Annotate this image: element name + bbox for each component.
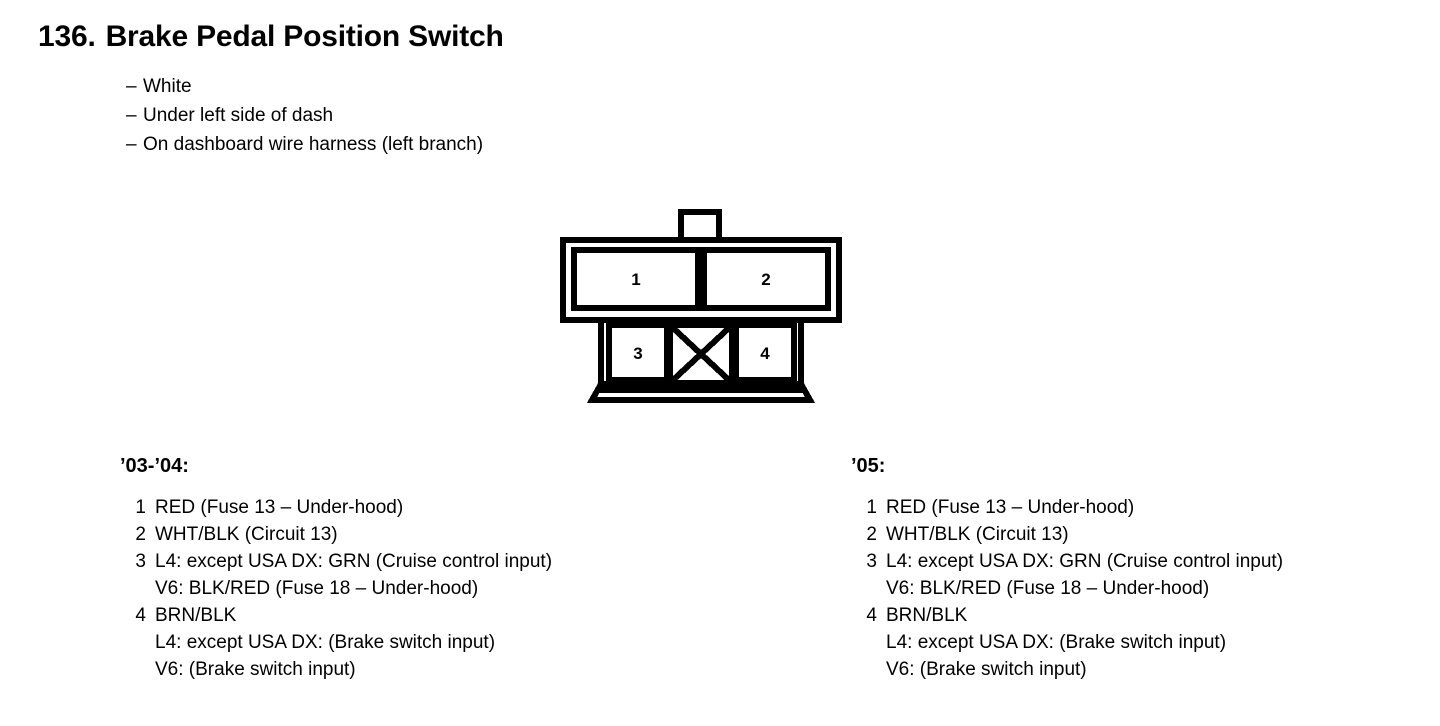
pin-description-line: L4: except USA DX: GRN (Cruise control i…: [886, 551, 1284, 572]
pin-description-line: RED (Fuse 13 – Under-hood): [155, 497, 404, 518]
pin-description-line: BRN/BLK: [155, 605, 237, 626]
pin-description: BRN/BLK L4: except USA DX: (Brake switch…: [886, 602, 1226, 683]
pin-number: 3: [135, 551, 146, 572]
dash-bullet-icon: –: [126, 105, 137, 126]
pin-table-05: ’05: 1 RED (Fuse 13 – Under-hood) 2 WHT/…: [851, 455, 1283, 683]
pin-description: RED (Fuse 13 – Under-hood): [155, 494, 403, 521]
cavity-number-2: 2: [761, 270, 770, 289]
pin-row: 2 WHT/BLK (Circuit 13): [120, 521, 552, 548]
connector-diagram: 1 2 3 4: [556, 203, 846, 408]
pin-description: BRN/BLK L4: except USA DX: (Brake switch…: [155, 602, 495, 683]
pin-number: 4: [135, 605, 146, 626]
attribute-list: –White –Under left side of dash –On dash…: [126, 72, 483, 159]
locking-tab-icon: [678, 209, 722, 240]
item-number: 136.: [38, 20, 96, 53]
pin-description-line: RED (Fuse 13 – Under-hood): [886, 497, 1135, 518]
pin-row: 3 L4: except USA DX: GRN (Cruise control…: [851, 548, 1283, 602]
pin-description: WHT/BLK (Circuit 13): [155, 521, 338, 548]
list-item: –White: [126, 72, 483, 101]
pin-description: L4: except USA DX: GRN (Cruise control i…: [886, 548, 1283, 602]
list-item-label: Under left side of dash: [143, 105, 334, 126]
page-title: 136. Brake Pedal Position Switch: [38, 20, 504, 54]
pin-description-line: L4: except USA DX: (Brake switch input): [155, 632, 496, 653]
pin-table-heading: ’03-’04:: [120, 455, 189, 477]
cavity-2-outline: [701, 247, 831, 311]
pin-row: 2 WHT/BLK (Circuit 13): [851, 521, 1283, 548]
pin-table-heading: ’05:: [851, 455, 886, 477]
cavity-4-outline: [733, 322, 797, 383]
pin-table-03-04: ’03-’04: 1 RED (Fuse 13 – Under-hood) 2 …: [120, 455, 552, 683]
pin-description-line: BRN/BLK: [886, 605, 968, 626]
pin-description: RED (Fuse 13 – Under-hood): [886, 494, 1134, 521]
pin-number: 3: [866, 551, 877, 572]
pin-description-line: L4: except USA DX: GRN (Cruise control i…: [155, 551, 553, 572]
pin-number: 1: [866, 497, 877, 518]
blocked-cavity-x-icon: [669, 324, 733, 384]
dash-bullet-icon: –: [126, 76, 137, 97]
pin-description: L4: except USA DX: GRN (Cruise control i…: [155, 548, 552, 602]
page-title-text: Brake Pedal Position Switch: [105, 20, 504, 53]
connector-skirt: [586, 381, 816, 403]
pin-description-line: L4: except USA DX: (Brake switch input): [886, 632, 1227, 653]
list-item: –Under left side of dash: [126, 101, 483, 130]
pin-row: 1 RED (Fuse 13 – Under-hood): [120, 494, 552, 521]
lower-body-outline: [598, 317, 804, 393]
pin-description-line: V6: BLK/RED (Fuse 18 – Under-hood): [155, 578, 479, 599]
pin-description-line: WHT/BLK (Circuit 13): [155, 524, 338, 545]
pin-description-line: V6: BLK/RED (Fuse 18 – Under-hood): [886, 578, 1210, 599]
dash-bullet-icon: –: [126, 134, 137, 155]
pin-row: 4 BRN/BLK L4: except USA DX: (Brake swit…: [851, 602, 1283, 683]
cavity-number-3: 3: [633, 344, 642, 363]
cavity-1-outline: [571, 247, 701, 311]
pin-row: 4 BRN/BLK L4: except USA DX: (Brake swit…: [120, 602, 552, 683]
list-item: –On dashboard wire harness (left branch): [126, 130, 483, 159]
cavity-number-1: 1: [631, 270, 640, 289]
list-item-label: White: [143, 76, 192, 97]
pin-row: 3 L4: except USA DX: GRN (Cruise control…: [120, 548, 552, 602]
pin-number: 4: [866, 605, 877, 626]
pin-description-line: WHT/BLK (Circuit 13): [886, 524, 1069, 545]
pin-number: 2: [866, 524, 877, 545]
pin-number: 1: [135, 497, 146, 518]
pin-number: 2: [135, 524, 146, 545]
pin-description-line: V6: (Brake switch input): [886, 659, 1087, 680]
pin-description-line: V6: (Brake switch input): [155, 659, 356, 680]
cavity-number-4: 4: [760, 344, 770, 363]
list-item-label: On dashboard wire harness (left branch): [143, 134, 484, 155]
pin-row: 1 RED (Fuse 13 – Under-hood): [851, 494, 1283, 521]
pin-description: WHT/BLK (Circuit 13): [886, 521, 1069, 548]
